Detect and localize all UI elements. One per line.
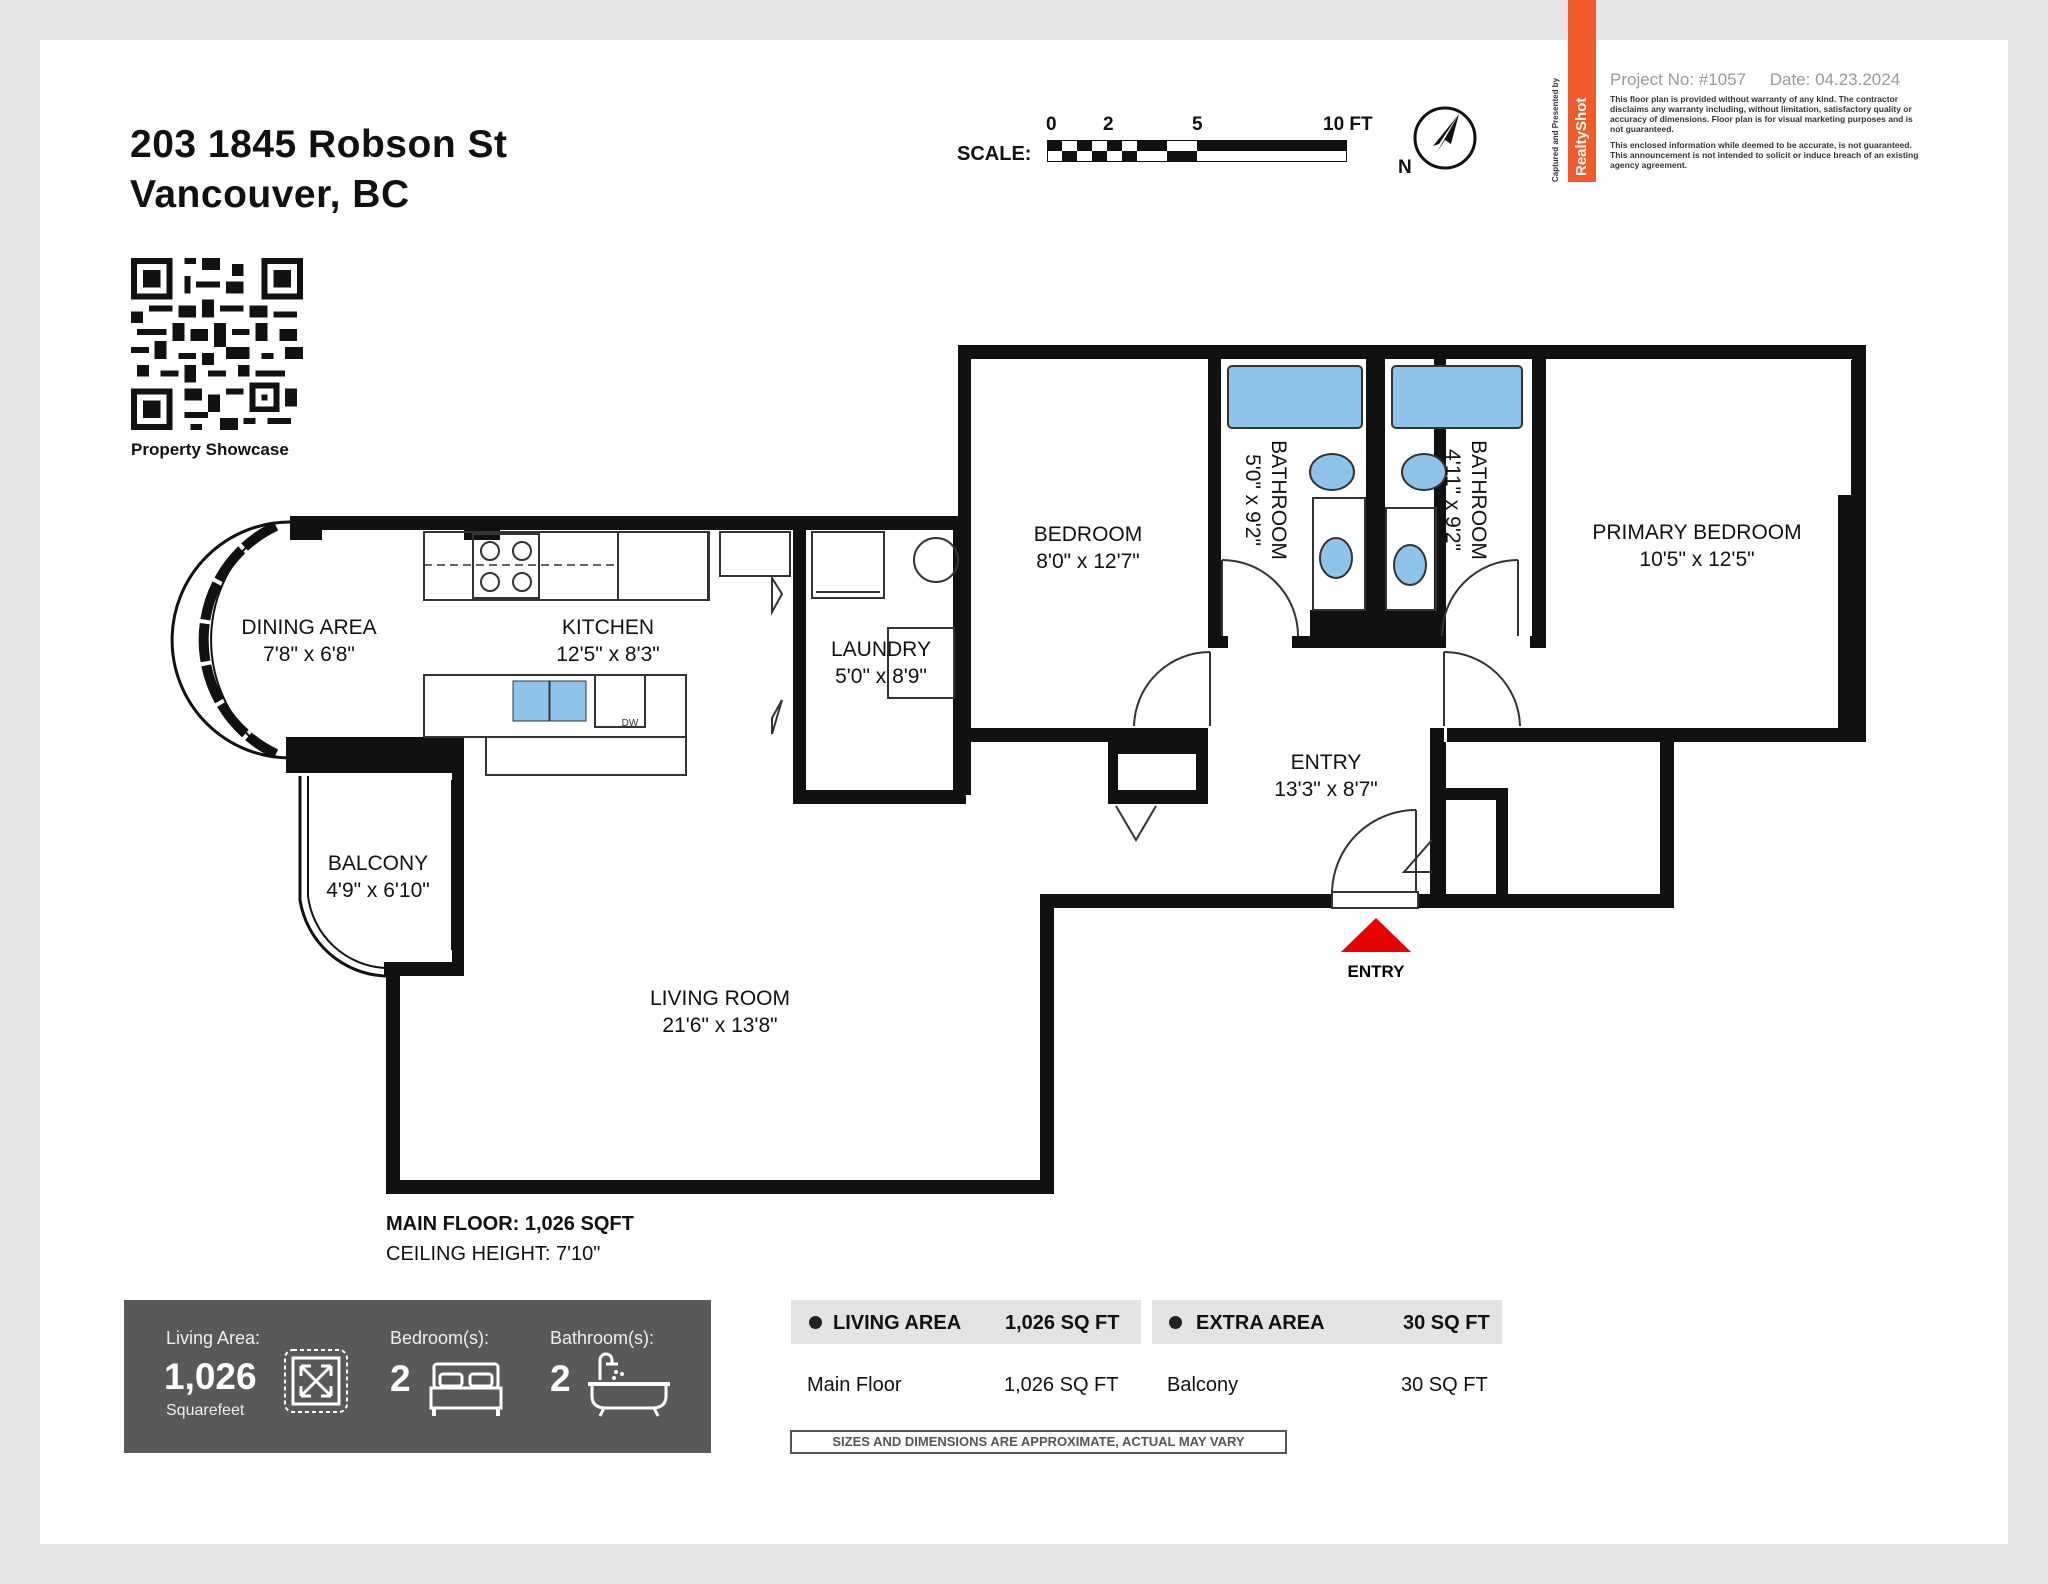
extra-area-header: EXTRA AREA 30 SQ FT: [1152, 1300, 1502, 1344]
room-name-primary-bedroom: PRIMARY BEDROOM: [1592, 521, 1801, 544]
bed-icon: [429, 1362, 503, 1416]
room-dims-living: 21'6" x 13'8": [662, 1014, 777, 1037]
table-row-value: 30 SQ FT: [1401, 1374, 1488, 1396]
property-address: 203 1845 Robson St Vancouver, BC: [130, 120, 507, 220]
living-area-unit: Squarefeet: [166, 1402, 245, 1419]
table-row-name: Balcony: [1167, 1374, 1239, 1396]
table-row-value: 1,026 SQ FT: [1004, 1374, 1119, 1396]
bathrooms-label: Bathroom(s):: [550, 1328, 655, 1348]
bathrooms-value: 2: [550, 1358, 571, 1399]
living-area-header: LIVING AREA 1,026 SQ FT: [791, 1300, 1141, 1344]
scale-label: SCALE:: [957, 143, 1032, 165]
disclaimer: This floor plan is provided without warr…: [1610, 94, 1920, 176]
entry-marker-label: ENTRY: [1348, 962, 1406, 981]
summary-panel: Living Area: 1,026 Squarefeet Bedroom(s)…: [124, 1300, 711, 1453]
bullet-icon: [809, 1316, 822, 1329]
room-dims-kitchen: 12'5" x 8'3": [556, 643, 660, 666]
room-name-balcony: BALCONY: [328, 852, 428, 875]
qr-caption: Property Showcase: [131, 440, 289, 459]
project-date: Date: 04.23.2024: [1769, 70, 1901, 89]
bathtub-icon: [588, 1352, 670, 1417]
room-dims-dining: 7'8" x 6'8": [263, 643, 355, 666]
living-area-total: 1,026 SQ FT: [1005, 1312, 1120, 1334]
living-area-label: Living Area:: [166, 1328, 261, 1348]
room-name-bedroom: BEDROOM: [1034, 523, 1143, 546]
walls: [286, 345, 1866, 1194]
floor-plan-sheet: [40, 40, 2008, 1544]
room-name-dining: DINING AREA: [241, 616, 376, 639]
room-name-laundry: LAUNDRY: [831, 638, 931, 661]
main-floor-area: MAIN FLOOR: 1,026 SQFT: [386, 1213, 634, 1235]
project-info: Project No: #1057 Date: 04.23.2024: [1610, 70, 1900, 90]
extra-area-total: 30 SQ FT: [1403, 1312, 1490, 1334]
entry-marker-icon: [1341, 918, 1411, 952]
qr-code-icon[interactable]: [131, 258, 303, 430]
room-name-kitchen: KITCHEN: [562, 616, 654, 639]
room-dims-entry: 13'3" x 8'7": [1274, 778, 1378, 801]
room-dims-bedroom: 8'0" x 12'7": [1036, 550, 1140, 573]
room-dims-balcony: 4'9" x 6'10": [326, 879, 430, 902]
bullet-icon: [1169, 1316, 1182, 1329]
bedrooms-label: Bedroom(s):: [390, 1328, 490, 1348]
living-area-value: 1,026: [164, 1356, 257, 1397]
room-name-living: LIVING ROOM: [650, 987, 790, 1010]
room-name-bathroom-2: BATHROOM: [1467, 440, 1490, 560]
brand-logo[interactable]: RealtyShot: [1568, 0, 1596, 182]
approximate-note: SIZES AND DIMENSIONS ARE APPROXIMATE, AC…: [790, 1430, 1287, 1454]
room-name-entry: ENTRY: [1291, 751, 1362, 774]
compass-icon: [1413, 106, 1477, 170]
room-dims-bathroom-1: 5'0" x 9'2": [1241, 454, 1264, 546]
address-line-1: 203 1845 Robson St: [130, 123, 508, 166]
floor-info: MAIN FLOOR: 1,026 SQFT CEILING HEIGHT: 7…: [386, 1209, 634, 1269]
disclaimer-2: This enclosed information while deemed t…: [1610, 140, 1919, 170]
room-dims-bathroom-2: 4'11" x 9'2": [1441, 449, 1464, 551]
table-row-name: Main Floor: [807, 1374, 902, 1396]
living-area-title: LIVING AREA: [833, 1312, 962, 1334]
scale-tick: 2: [1103, 114, 1114, 135]
bedrooms-value: 2: [390, 1358, 411, 1399]
address-line-2: Vancouver, BC: [130, 173, 410, 216]
extra-area-title: EXTRA AREA: [1196, 1312, 1325, 1334]
room-dims-primary-bedroom: 10'5" x 12'5": [1639, 548, 1754, 571]
room-name-bathroom-1: BATHROOM: [1267, 440, 1290, 560]
expand-icon: [284, 1349, 348, 1413]
dishwasher-label: DW: [622, 718, 639, 729]
disclaimer-1: This floor plan is provided without warr…: [1610, 94, 1913, 134]
scale-tick: 10 FT: [1323, 114, 1373, 135]
project-number: Project No: #1057: [1610, 70, 1747, 89]
room-dims-laundry: 5'0" x 8'9": [835, 665, 927, 688]
scale-tick: 0: [1046, 114, 1057, 135]
ceiling-height: CEILING HEIGHT: 7'10": [386, 1243, 601, 1265]
scale-tick: 5: [1192, 114, 1203, 135]
compass-label: N: [1398, 157, 1412, 178]
scale-bar: [1047, 140, 1347, 162]
